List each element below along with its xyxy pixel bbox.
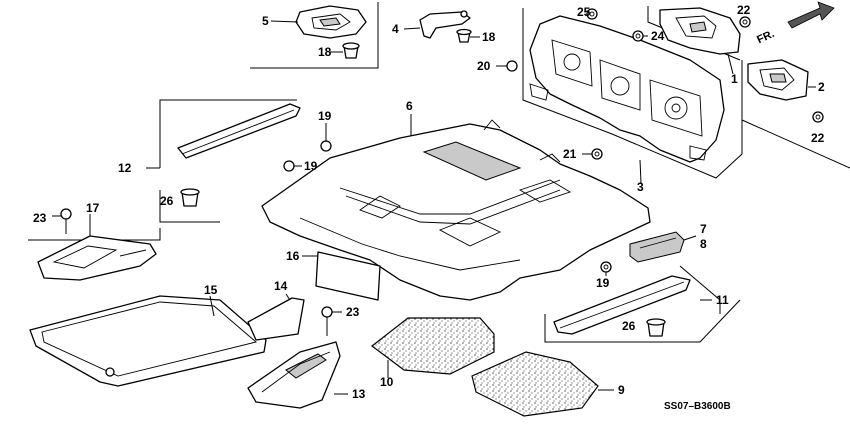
callout-25: 25 bbox=[577, 5, 591, 19]
part-18-clip-top bbox=[330, 42, 360, 59]
callout-22-bottom: 22 bbox=[811, 131, 825, 145]
part-22-nut-b bbox=[812, 111, 824, 123]
part-9-floor-mat bbox=[471, 351, 614, 417]
part-14-cover bbox=[247, 293, 305, 341]
callout-9: 9 bbox=[618, 383, 625, 397]
callout-4: 4 bbox=[392, 22, 399, 36]
part-24-nut bbox=[632, 30, 648, 42]
part-19-screw-b bbox=[283, 160, 302, 172]
part-23-screw-a bbox=[52, 208, 72, 234]
callout-10: 10 bbox=[380, 375, 394, 389]
callout-1: 1 bbox=[731, 72, 738, 86]
part-1-side-panel bbox=[659, 7, 741, 75]
callout-26-left: 26 bbox=[160, 194, 174, 208]
callout-23-left: 23 bbox=[33, 211, 47, 225]
callout-6: 6 bbox=[406, 99, 413, 113]
callout-15: 15 bbox=[204, 283, 218, 297]
part-7-8-trim bbox=[629, 231, 697, 263]
part-6-floor-carpet bbox=[261, 114, 651, 301]
part-22-nut-a bbox=[739, 16, 751, 28]
part-2-side-panel bbox=[747, 59, 816, 101]
part-12-sill-trim bbox=[146, 103, 301, 169]
callout-19-a: 19 bbox=[318, 109, 332, 123]
part-18-clip-mid bbox=[456, 28, 480, 43]
callout-12: 12 bbox=[118, 161, 132, 175]
part-26-clip-right bbox=[646, 318, 666, 337]
inset-box-top-left bbox=[250, 2, 379, 69]
inset-box-right-lower bbox=[544, 265, 741, 343]
callout-7: 7 bbox=[700, 222, 707, 236]
callout-18-top: 18 bbox=[318, 45, 332, 59]
part-11-sill-trim bbox=[553, 275, 712, 335]
callout-22-top: 22 bbox=[737, 3, 751, 17]
callout-17: 17 bbox=[86, 201, 100, 215]
part-19-screw-a bbox=[320, 123, 332, 152]
part-26-clip-left bbox=[180, 188, 200, 207]
callout-19-c: 19 bbox=[596, 276, 610, 290]
part-5-bracket bbox=[270, 5, 367, 39]
inset-box-left-lower bbox=[28, 228, 161, 241]
callout-18-mid: 18 bbox=[482, 30, 496, 44]
front-direction-indicator bbox=[787, 1, 835, 29]
callout-5: 5 bbox=[262, 14, 269, 28]
callout-21: 21 bbox=[563, 147, 577, 161]
part-13-storage-box bbox=[247, 341, 348, 409]
front-direction-label: FR. bbox=[755, 28, 776, 46]
part-23-screw-b bbox=[321, 306, 342, 336]
callout-19-b: 19 bbox=[304, 159, 318, 173]
inset-box-left-mid bbox=[159, 99, 297, 223]
callout-13: 13 bbox=[352, 387, 366, 401]
callout-20: 20 bbox=[477, 59, 491, 73]
part-20-bolt bbox=[496, 60, 518, 72]
part-4-bracket bbox=[403, 10, 471, 39]
callout-2: 2 bbox=[818, 80, 825, 94]
callout-16: 16 bbox=[286, 249, 300, 263]
callout-3: 3 bbox=[637, 180, 644, 194]
part-16-pad bbox=[302, 251, 381, 301]
front-arrow-icon bbox=[787, 1, 835, 29]
callout-11: 11 bbox=[716, 293, 729, 307]
diagram-code: SS07–B3600B bbox=[664, 401, 731, 412]
part-10-floor-mat bbox=[371, 317, 495, 378]
callout-14: 14 bbox=[274, 279, 288, 293]
callout-8: 8 bbox=[700, 237, 707, 251]
callout-24: 24 bbox=[651, 29, 665, 43]
part-19-screw-c bbox=[600, 261, 612, 276]
part-21-bolt bbox=[582, 148, 603, 160]
callout-23-right: 23 bbox=[346, 305, 360, 319]
part-17-storage-tray bbox=[37, 214, 157, 281]
part-25-nut bbox=[586, 8, 598, 20]
part-15-floor-mat bbox=[29, 295, 267, 387]
callout-26-right: 26 bbox=[622, 319, 636, 333]
